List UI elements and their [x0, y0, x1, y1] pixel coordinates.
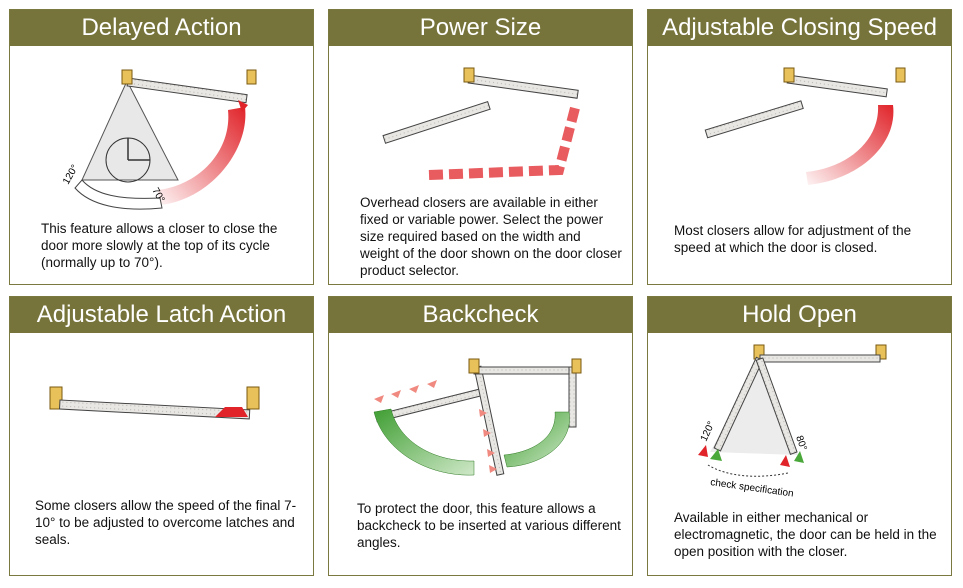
check-arc: [707, 464, 789, 477]
door-leaf-closed: [786, 74, 888, 98]
green-marker-120: [710, 449, 722, 461]
red-marker-80: [780, 455, 790, 467]
red-marker-120: [698, 445, 708, 457]
door-leaf-closed: [759, 354, 881, 363]
hinge-frame-left: [121, 69, 133, 85]
hinge-frame: [783, 67, 795, 83]
angle-label-120: 120°: [699, 420, 718, 443]
red-closing-arc: [158, 107, 246, 205]
door-leaf-diagonal: [473, 365, 505, 476]
panel-title: Adjustable Closing Speed: [648, 10, 951, 46]
hold-open-diagram: 120° 80° check specification: [698, 344, 887, 500]
backcheck-diagram: [373, 358, 582, 476]
door-leaf-vertical: [568, 366, 577, 428]
angle-label-80: 80°: [793, 434, 809, 452]
panel-title: Backcheck: [329, 297, 632, 333]
strike-frame: [246, 386, 260, 410]
latch-marker: [215, 407, 248, 417]
strike-frame: [875, 344, 887, 360]
hold-open-cone: [710, 362, 798, 455]
door-leaf-80: [755, 357, 798, 455]
hinge-frame: [468, 358, 480, 374]
panel-title: Power Size: [329, 10, 632, 46]
delayed-action-diagram: 120° 70°: [61, 69, 257, 210]
door-leaf: [59, 399, 251, 420]
panel-description: Overhead closers are available in either…: [360, 195, 622, 278]
strike-frame: [895, 67, 906, 83]
door-leaf-open: [382, 100, 491, 144]
door-leaf-closed: [467, 74, 579, 99]
panel-adjustable-latch-action: Adjustable Latch Action Some closers all…: [9, 296, 314, 576]
panel-delayed-action: Delayed Action 120° 70° This feature all…: [9, 9, 314, 285]
latch-marker: [238, 100, 248, 112]
panel-adjustable-closing-speed: Adjustable Closing Speed Most closers al…: [647, 9, 952, 285]
hinge-frame: [463, 67, 475, 83]
panel-description: Most closers allow for adjustment of the…: [674, 223, 912, 255]
panel-title: Hold Open: [648, 297, 951, 333]
power-size-diagram: [382, 67, 580, 180]
backcheck-markers: [374, 380, 497, 473]
panel-title: Adjustable Latch Action: [10, 297, 313, 333]
panel-description: This feature allows a closer to close th…: [41, 221, 278, 270]
red-speed-arc: [806, 105, 894, 185]
panel-description: To protect the door, this feature allows…: [357, 501, 621, 550]
hinge-frame: [49, 386, 63, 410]
door-leaf-right: [473, 366, 575, 375]
panel-title: Delayed Action: [10, 10, 313, 46]
panel-backcheck: Backcheck To protect the door, this feat…: [328, 296, 633, 576]
angle-arc-band: [74, 179, 163, 210]
green-marker-80: [794, 451, 804, 463]
delay-wedge: [81, 79, 179, 181]
angle-label-120: 120°: [61, 163, 81, 186]
panel-hold-open: Hold Open 120° 80° check specification A…: [647, 296, 952, 576]
strike-frame: [571, 358, 582, 374]
dial-hand: [127, 138, 150, 161]
door-leaf: [126, 77, 248, 104]
power-blocks-arc: [428, 106, 580, 180]
check-specification-label: check specification: [710, 477, 795, 500]
strike-frame-right: [246, 69, 257, 85]
panel-description: Some closers allow the speed of the fina…: [35, 498, 297, 547]
green-arc-right: [503, 411, 570, 468]
door-leaf-open: [704, 100, 804, 139]
green-arc-left: [373, 408, 475, 476]
latch-action-diagram: [49, 386, 260, 420]
closing-speed-diagram: [704, 67, 906, 185]
panel-description: Available in either mechanical or electr…: [674, 510, 937, 559]
panel-power-size: Power Size Overhead closers are availabl…: [328, 9, 633, 285]
